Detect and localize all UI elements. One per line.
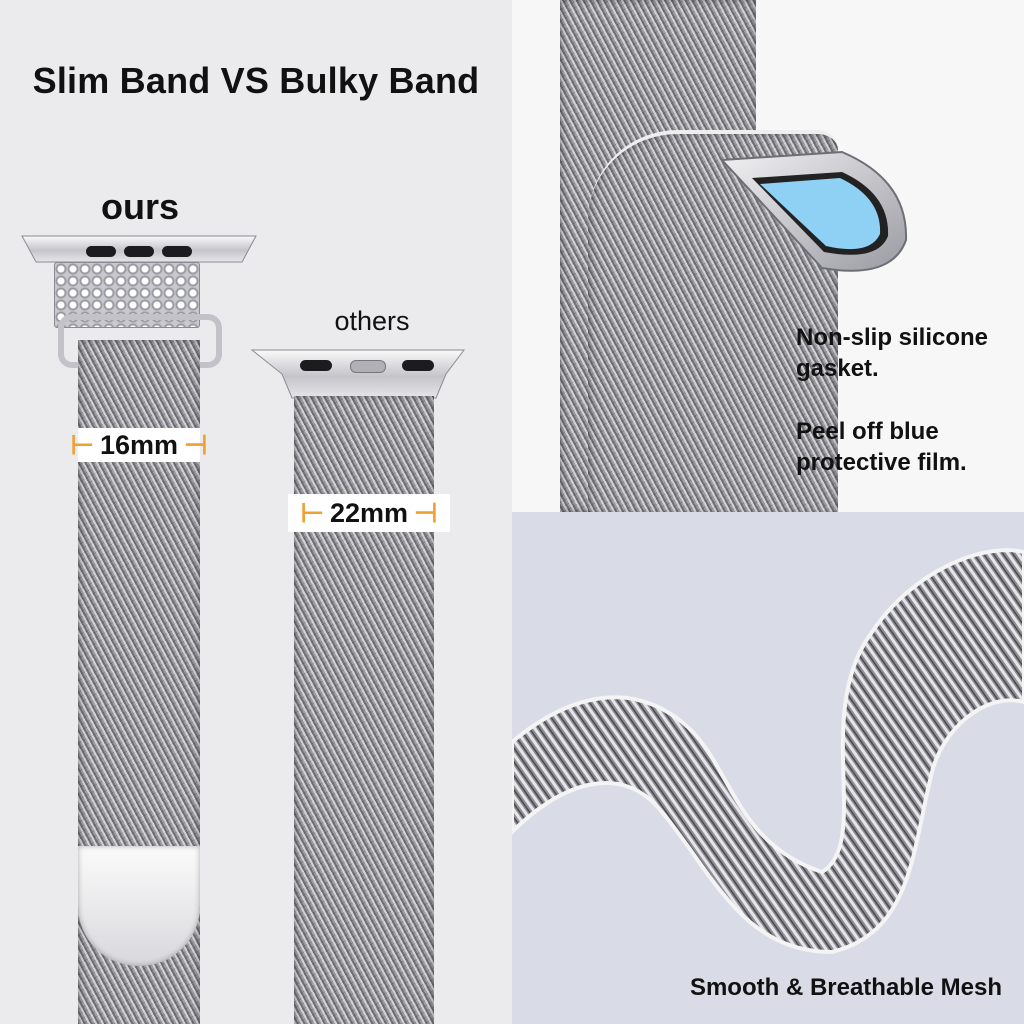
gasket-description: Non-slip silicone gasket. xyxy=(796,324,989,382)
comparison-panel: Slim Band VS Bulky Band ours ⊢ 16mm ⊣ ot… xyxy=(20,60,480,1024)
gasket-panel: Non-slip silicone gasket. Peel off blue … xyxy=(512,0,1024,512)
ours-label: ours xyxy=(100,186,179,227)
mesh-feature-text: Smooth & Breathable Mesh xyxy=(689,974,1002,1001)
wavy-mesh-band xyxy=(512,548,1024,955)
magnet-end-cap xyxy=(719,150,908,272)
gasket-feature-text: Non-slip silicone gasket. xyxy=(796,322,1016,384)
film-feature-text: Peel off blue protective film. xyxy=(796,416,1016,478)
others-label: others xyxy=(334,306,410,336)
ours-width-measure: ⊢ 16mm ⊣ xyxy=(70,428,208,462)
others-width-measure: ⊢ 22mm ⊣ xyxy=(288,494,450,532)
magnetic-clasp xyxy=(78,846,200,966)
mesh-panel: Smooth & Breathable Mesh xyxy=(512,512,1024,1024)
others-adapter xyxy=(250,348,466,400)
page-title: Slim Band VS Bulky Band xyxy=(32,60,480,101)
others-mesh-band xyxy=(294,396,434,1024)
others-adapter-plate xyxy=(250,349,465,399)
ours-adapter xyxy=(20,234,258,264)
ours-width-value: 16mm xyxy=(99,429,179,460)
blue-protective-film xyxy=(760,178,881,250)
dimension-tick-right-icon: ⊣ xyxy=(414,497,438,528)
dimension-tick-left-icon: ⊢ xyxy=(300,497,324,528)
dimension-tick-left-icon: ⊢ xyxy=(70,429,94,460)
others-width-value: 22mm xyxy=(329,497,409,528)
dimension-tick-right-icon: ⊣ xyxy=(184,429,208,460)
film-description: Peel off blue protective film. xyxy=(796,418,967,476)
